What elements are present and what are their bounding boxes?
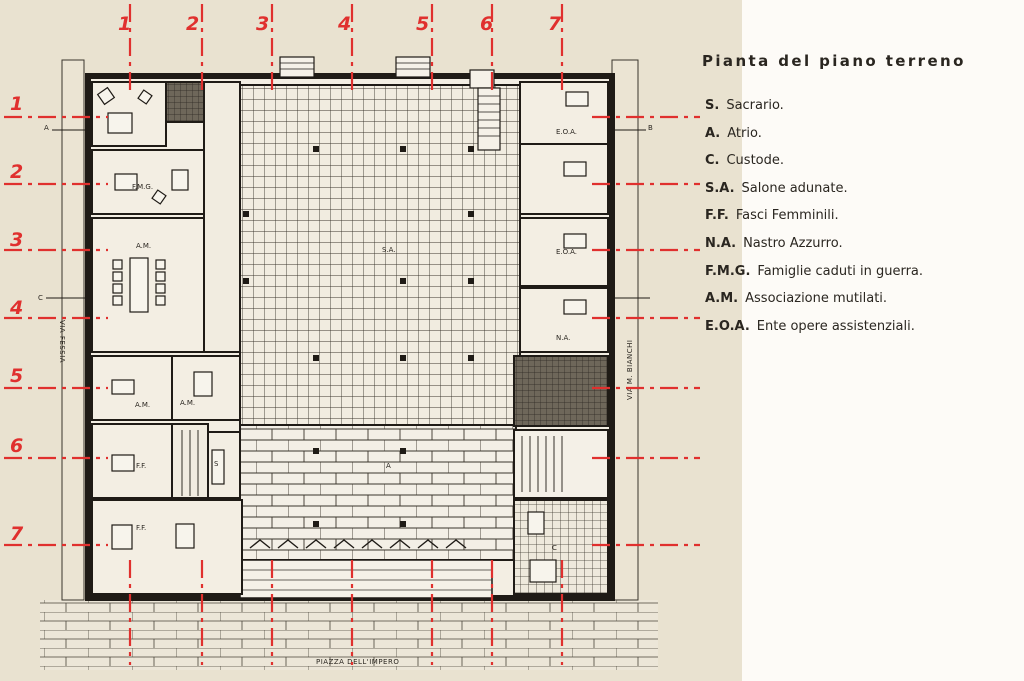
legend-item-label: Famiglie caduti in guerra. — [757, 263, 924, 279]
horizontal-axis-label: 1 — [10, 93, 23, 115]
legend-item-code: F.F. — [705, 208, 729, 224]
horizontal-axis-label: 2 — [10, 161, 23, 183]
vertical-axis-label: 4 — [337, 13, 351, 35]
room-label-ff-1: F.F. — [136, 462, 146, 470]
room-label-sa: S.A. — [382, 246, 396, 254]
room-label-na: N.A. — [556, 334, 570, 342]
vertical-axis-label: 1 — [118, 13, 131, 35]
top-vent-stair — [469, 69, 495, 89]
step-lines — [240, 569, 492, 591]
floor-plan-sheet: F.M.G. A.M. A.M. A.M. F.F. F.F. S.A. A S… — [0, 0, 742, 681]
top-vent-right — [395, 56, 431, 78]
legend-item: C. Custode. — [705, 153, 923, 181]
section-mark-b-right: B — [648, 124, 653, 132]
vertical-axis-label: 7 — [548, 13, 562, 35]
legend-item: A.M. Associazione mutilati. — [705, 291, 923, 319]
legend-item: F.M.G. Famiglie caduti in guerra. — [705, 264, 923, 292]
legend-item-code: N.A. — [705, 235, 737, 251]
room-label-eoa-1: E.O.A. — [556, 128, 577, 136]
vertical-axis-label: 6 — [480, 13, 493, 35]
horizontal-axis-label: 5 — [10, 365, 23, 387]
legend-item-label: Salone adunate. — [741, 180, 848, 196]
door-swings-row — [249, 539, 467, 549]
room-label-atrio: A — [386, 462, 391, 470]
legend-item: F.F. Fasci Femminili. — [705, 208, 923, 236]
legend-item-label: Nastro Azzurro. — [743, 235, 843, 251]
legend-title: Pianta del piano terreno — [702, 52, 966, 70]
legend-item-code: A.M. — [705, 291, 739, 307]
entrance-steps — [239, 559, 493, 599]
furniture — [96, 86, 225, 550]
legend-item-label: Sacrario. — [726, 98, 784, 113]
vertical-axis-label: 2 — [186, 13, 199, 35]
street-label-bottom: PIAZZA DELL'IMPERO — [316, 658, 399, 666]
room-label-ff-2: F.F. — [136, 524, 146, 532]
hall-columns — [243, 146, 474, 527]
legend-item-label: Fasci Femminili. — [735, 208, 839, 224]
top-vent-left — [279, 56, 315, 78]
left-stair — [181, 430, 199, 496]
room-label-am-large: A.M. — [136, 242, 151, 250]
atrio-floor — [239, 424, 517, 561]
legend-panel: Pianta del piano terreno S. Sacrario. A. At… — [702, 0, 1024, 681]
right-furniture — [527, 91, 589, 583]
street-label-left: VIA FESSIA — [58, 320, 66, 363]
red-grid-axes: 1 2 3 4 5 6 7 1 2 3 4 5 6 7 — [4, 4, 700, 665]
section-mark-c-left: C — [38, 294, 43, 302]
floor-plan-drawing: F.M.G. A.M. A.M. A.M. F.F. F.F. S.A. A S… — [4, 4, 700, 670]
room-label-am-small-2: A.M. — [180, 399, 195, 407]
horizontal-axis-label: 6 — [10, 435, 23, 457]
piazza-pavement — [40, 600, 658, 670]
street-label-right: VIA M. BIANCHI — [626, 340, 634, 400]
legend-list: S. Sacrario. A. Atrio. C. Custode. S.A. Salone … — [705, 98, 923, 346]
vertical-axis-label: 5 — [416, 13, 429, 35]
legend-item-code: F.M.G. — [705, 263, 751, 279]
right-stair-lower — [521, 436, 563, 492]
room-label-fmg: F.M.G. — [132, 183, 153, 191]
room-label-am-small-1: A.M. — [135, 401, 150, 409]
legend-item-code: S.A. — [705, 180, 735, 196]
legend-item: S.A. Salone adunate. — [705, 181, 923, 209]
legend-item: E.O.A. Ente opere assistenziali. — [705, 319, 923, 347]
vertical-axis-label: 3 — [256, 13, 269, 35]
legend-item-code: A. — [705, 125, 721, 141]
legend-item-label: Custode. — [726, 153, 785, 169]
right-stair — [477, 87, 501, 151]
room-label-custode: C — [552, 544, 557, 552]
legend-item-code: C. — [705, 153, 720, 169]
legend-item: N.A. Nastro Azzurro. — [705, 236, 923, 264]
legend-item-label: Atrio. — [727, 125, 762, 141]
legend-item-code: E.O.A. — [705, 318, 750, 334]
left-wing — [91, 81, 243, 595]
horizontal-axis-label: 7 — [10, 523, 24, 545]
room-label-eoa-2: E.O.A. — [556, 248, 577, 256]
legend-item-code: S. — [705, 98, 720, 113]
legend-item: S. Sacrario. — [705, 98, 923, 126]
left-sidewalk — [61, 59, 85, 601]
legend-item-label: Ente opere assistenziali. — [756, 318, 915, 334]
right-sidewalk — [611, 59, 639, 601]
legend-item: A. Atrio. — [705, 126, 923, 154]
horizontal-axis-label: 4 — [9, 297, 23, 319]
legend-item-label: Associazione mutilati. — [745, 291, 888, 307]
room-label-sacrario: S — [214, 460, 219, 468]
section-mark-a-left: A — [44, 124, 49, 132]
horizontal-axis-label: 3 — [10, 229, 23, 251]
